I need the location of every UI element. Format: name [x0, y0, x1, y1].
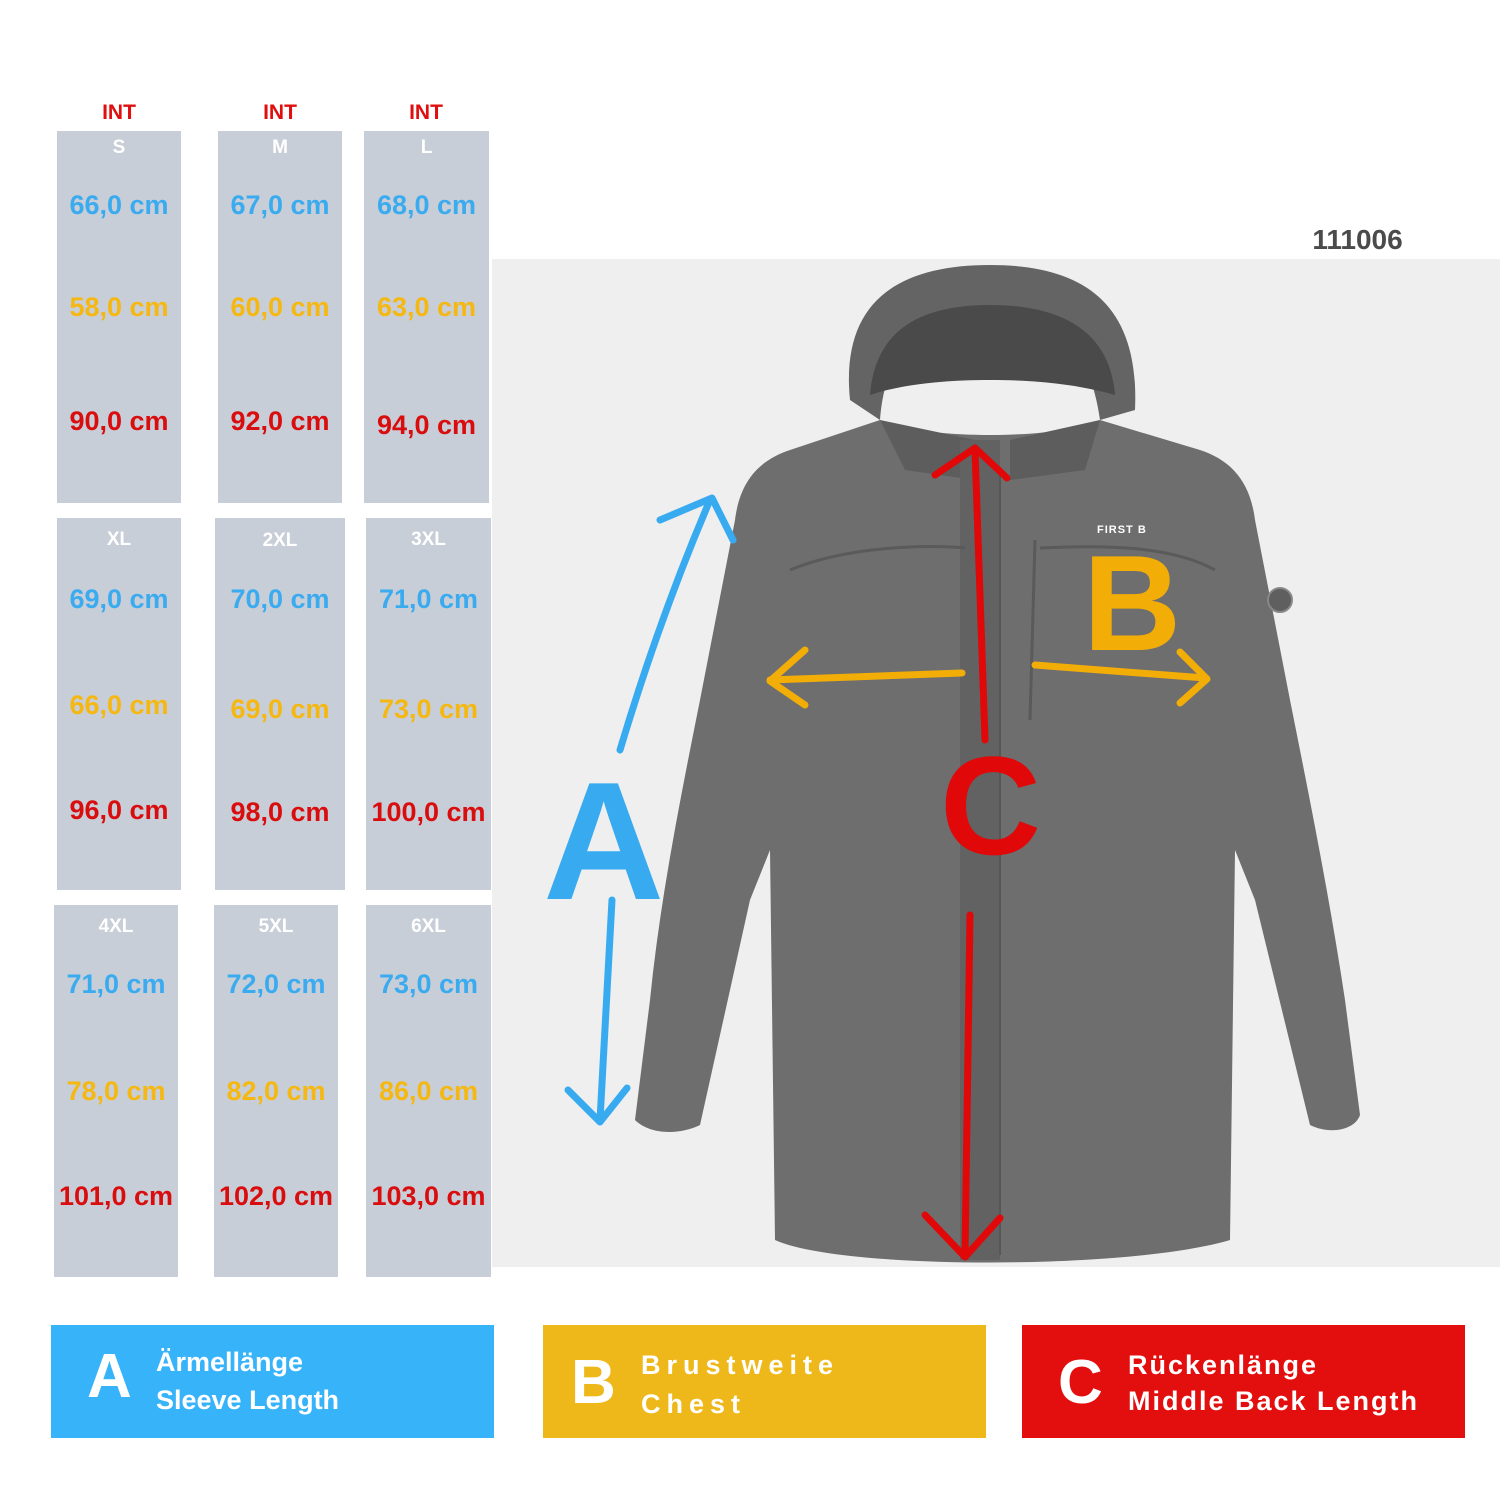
- size-label: XL: [106, 529, 132, 550]
- size-card-2xl: 2XL 70,0 cm 69,0 cm 98,0 cm: [215, 518, 345, 890]
- legend-line1: Ärmellänge: [156, 1347, 304, 1377]
- arrow-c: [921, 444, 1011, 1261]
- chest-value: 63,0 cm: [376, 292, 477, 322]
- arrow-a: [564, 494, 737, 1126]
- size-card-xl: XL 69,0 cm 66,0 cm 96,0 cm: [57, 518, 181, 890]
- legend-line2: Chest: [641, 1389, 747, 1419]
- size-label: 6XL: [411, 916, 446, 937]
- size-card-4xl: 4XL 71,0 cm 78,0 cm 101,0 cm: [54, 905, 178, 1277]
- hood: [848, 265, 1136, 420]
- collar-right: [1010, 420, 1100, 480]
- size-label: 3XL: [411, 529, 446, 550]
- size-label: 5XL: [258, 916, 294, 937]
- int-label-s: INT: [102, 101, 136, 124]
- legend-chest: B Brustweite Chest: [543, 1325, 986, 1438]
- chest-value: 58,0 cm: [69, 292, 169, 322]
- size-card-l: L 68,0 cm 63,0 cm 94,0 cm: [364, 131, 489, 503]
- int-label-m: INT: [263, 101, 297, 124]
- legend-line1: Brustweite: [641, 1350, 840, 1380]
- int-label-l: INT: [409, 101, 443, 124]
- letter-a: A: [543, 747, 665, 935]
- legend-line1: Rückenlänge: [1128, 1350, 1319, 1380]
- legend-line2: Middle Back Length: [1128, 1386, 1420, 1416]
- chest-value: 69,0 cm: [230, 694, 330, 724]
- sleeve-value: 72,0 cm: [226, 969, 326, 999]
- back-value: 102,0 cm: [218, 1181, 334, 1211]
- legend-letter: B: [571, 1348, 616, 1417]
- sleeve-value: 71,0 cm: [66, 969, 166, 999]
- size-card-6xl: 6XL 73,0 cm 86,0 cm 103,0 cm: [366, 905, 491, 1277]
- back-value: 100,0 cm: [371, 797, 486, 827]
- size-label: L: [420, 137, 433, 158]
- sleeve-value: 67,0 cm: [230, 190, 330, 220]
- size-label: 4XL: [98, 916, 134, 937]
- back-value: 103,0 cm: [371, 1181, 486, 1211]
- letter-c: C: [940, 727, 1042, 884]
- back-value: 90,0 cm: [69, 406, 169, 436]
- chest-value: 60,0 cm: [230, 292, 330, 322]
- legend-back: C Rückenlänge Middle Back Length: [1022, 1325, 1465, 1438]
- sleeve-value: 73,0 cm: [378, 969, 479, 999]
- chest-value: 86,0 cm: [378, 1076, 479, 1106]
- legend-line2: Sleeve Length: [156, 1385, 340, 1415]
- size-card-3xl: 3XL 71,0 cm 73,0 cm 100,0 cm: [366, 518, 491, 890]
- back-value: 101,0 cm: [58, 1181, 174, 1211]
- back-value: 96,0 cm: [69, 795, 169, 825]
- chest-value: 82,0 cm: [226, 1076, 326, 1106]
- legend-letter: C: [1058, 1348, 1103, 1417]
- size-label: M: [272, 137, 288, 158]
- back-value: 92,0 cm: [230, 406, 330, 436]
- legend-sleeve: A Ärmellänge Sleeve Length: [51, 1325, 494, 1438]
- legend-letter: A: [87, 1342, 132, 1411]
- back-value: 94,0 cm: [376, 410, 477, 440]
- letter-b: B: [1083, 527, 1182, 679]
- sleeve-value: 66,0 cm: [69, 190, 169, 220]
- hood-lining: [870, 305, 1115, 395]
- chest-value: 66,0 cm: [69, 690, 169, 720]
- chest-value: 78,0 cm: [66, 1076, 166, 1106]
- sleeve-value: 70,0 cm: [230, 584, 330, 614]
- size-card-m: M 67,0 cm 60,0 cm 92,0 cm: [218, 131, 342, 503]
- size-card-5xl: 5XL 72,0 cm 82,0 cm 102,0 cm: [214, 905, 338, 1277]
- sleeve-badge: [1267, 587, 1293, 613]
- arrow-b: [766, 646, 1211, 709]
- chest-value: 73,0 cm: [378, 694, 479, 724]
- sleeve-value: 71,0 cm: [378, 584, 479, 614]
- article-number: 111006: [1312, 224, 1403, 255]
- back-value: 98,0 cm: [230, 797, 330, 827]
- size-label: S: [112, 137, 126, 158]
- sleeve-value: 68,0 cm: [376, 190, 477, 220]
- sleeve-value: 69,0 cm: [69, 584, 169, 614]
- size-label: 2XL: [262, 530, 298, 551]
- brand-mark: FIRST B: [1097, 524, 1147, 536]
- size-card-s: S 66,0 cm 58,0 cm 90,0 cm: [57, 131, 181, 503]
